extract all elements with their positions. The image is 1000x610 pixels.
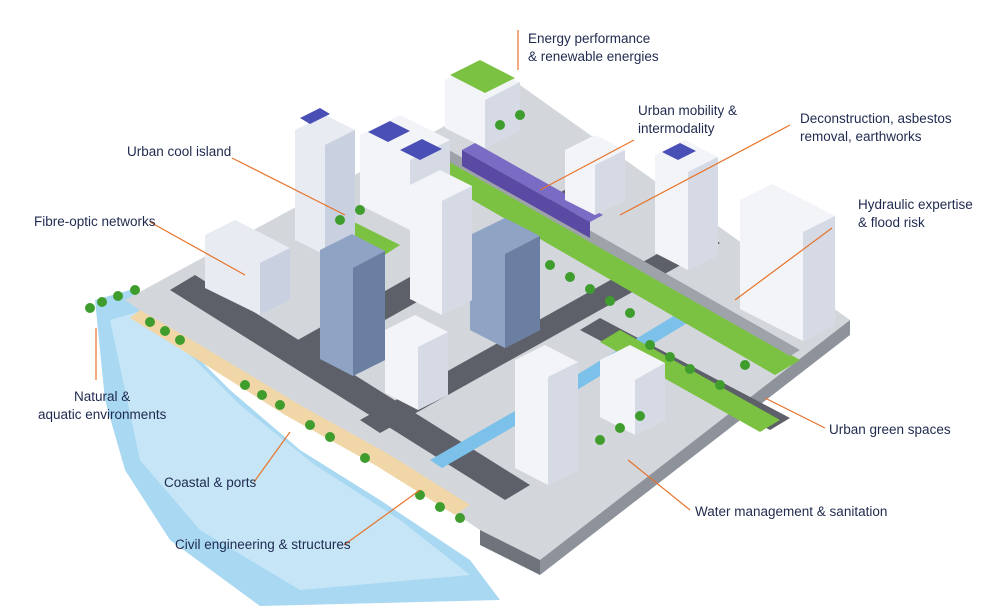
leader-water [627, 459, 691, 511]
label-energy-line2: & renewable energies [528, 49, 659, 64]
label-civil-line1: Civil engineering & structures [175, 537, 351, 552]
label-deconstruction-line2: removal, earthworks [800, 129, 922, 144]
label-cool-island-line1: Urban cool island [127, 144, 232, 159]
building-canal-right [600, 345, 665, 435]
building-small-left [205, 220, 290, 315]
leader-deconstruction [619, 124, 791, 216]
label-cool-island: Urban cool island [127, 143, 231, 161]
label-hydraulic-line2: & flood risk [858, 215, 925, 230]
label-green-spaces: Urban green spaces [829, 421, 951, 439]
leader-fibre [149, 221, 246, 276]
label-mobility-line2: intermodality [638, 121, 715, 136]
solar-panel-icon [400, 139, 442, 160]
building-mid-right [565, 135, 625, 215]
label-green-spaces-line1: Urban green spaces [829, 422, 951, 437]
building-center-low [385, 315, 448, 410]
label-coastal: Coastal & ports [164, 474, 256, 492]
label-water-line1: Water management & sanitation [695, 504, 888, 519]
building-glass-tower-2 [470, 218, 540, 348]
leader-coastal [253, 431, 291, 483]
label-natural-line1: Natural & [74, 389, 131, 404]
leader-mobility [539, 139, 635, 191]
building-glass-tower-1 [320, 234, 385, 376]
label-deconstruction-line1: Deconstruction, asbestos [800, 111, 952, 126]
label-mobility: Urban mobility & intermodality [638, 102, 737, 138]
leader-hydraulic [734, 227, 833, 301]
label-energy-line1: Energy performance [528, 31, 651, 46]
leader-cool-island [231, 157, 346, 216]
label-coastal-line1: Coastal & ports [164, 475, 257, 490]
label-water: Water management & sanitation [695, 503, 887, 521]
tram-corridor-grass [395, 140, 800, 375]
platform-edge-right [540, 320, 850, 575]
platform-edge-left [480, 530, 540, 575]
building-canal-tower [515, 345, 578, 485]
sea-water-light [110, 310, 470, 590]
label-mobility-line1: Urban mobility & [638, 103, 738, 118]
leader-lines [95, 30, 833, 546]
label-natural-line2: aquatic environments [38, 407, 167, 422]
label-deconstruction: Deconstruction, asbestos removal, earthw… [800, 110, 952, 146]
tree-icon [85, 110, 750, 523]
leader-civil [343, 489, 421, 546]
building-white-tower [410, 170, 472, 315]
solar-panel-icon [300, 108, 330, 124]
building-right-2 [740, 184, 835, 341]
solar-panel-icon [368, 121, 410, 142]
label-natural: Natural & aquatic environments [38, 388, 166, 424]
label-fibre-line1: Fibre-optic networks [34, 214, 156, 229]
solar-panel-icon [662, 143, 696, 160]
label-fibre: Fibre-optic networks [34, 213, 156, 231]
label-energy: Energy performance & renewable energies [528, 30, 659, 66]
main-road-diagonal [170, 275, 530, 500]
label-civil: Civil engineering & structures [175, 536, 351, 554]
label-hydraulic: Hydraulic expertise & flood risk [858, 196, 973, 232]
label-hydraulic-line1: Hydraulic expertise [858, 197, 973, 212]
building-tower-left [295, 108, 355, 255]
leader-green-spaces [764, 397, 826, 429]
tram-icon [462, 143, 603, 238]
beach-promenade [130, 310, 470, 515]
building-right-1 [655, 140, 718, 270]
